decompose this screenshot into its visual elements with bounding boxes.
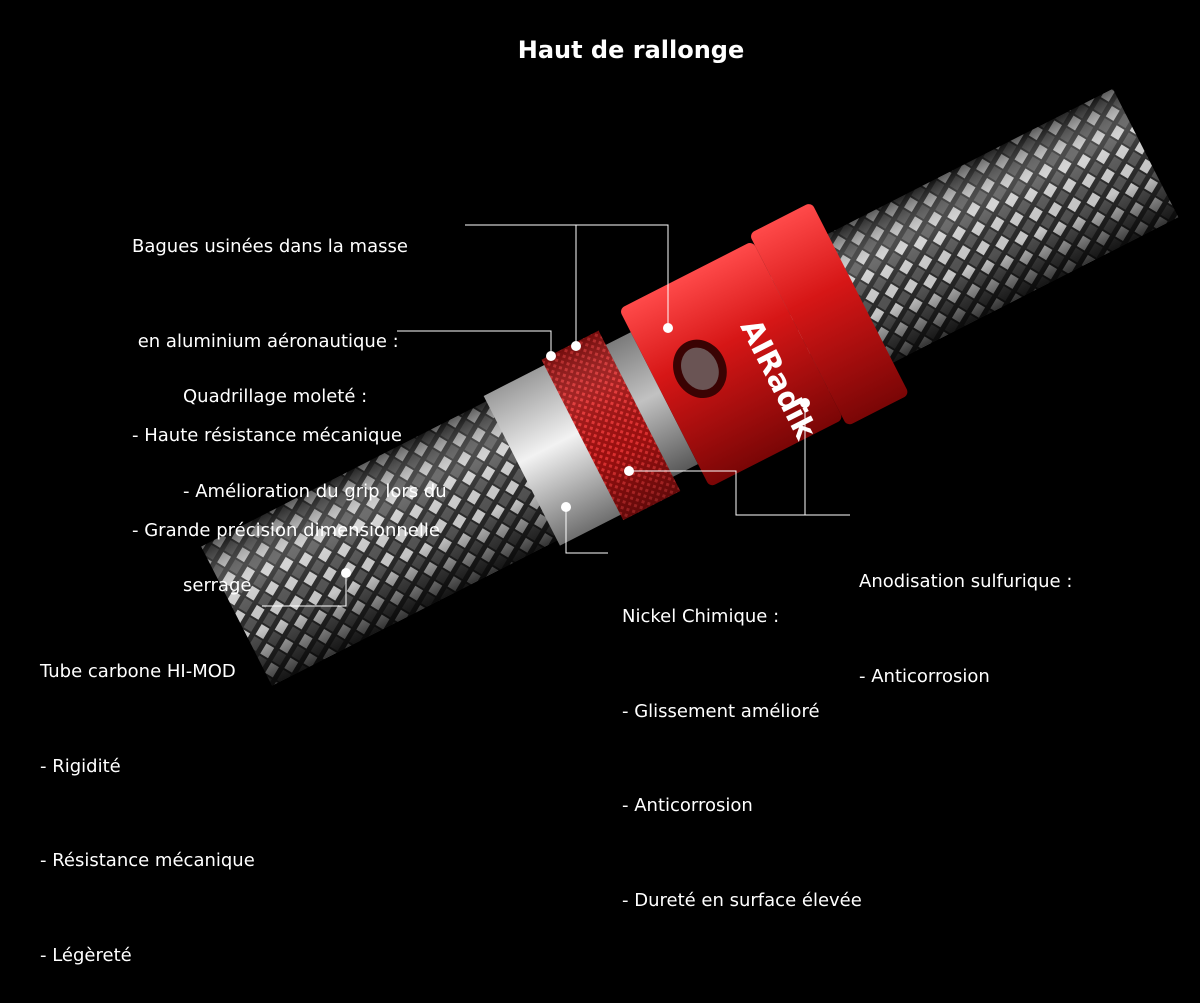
leader-nickel: [565, 507, 608, 554]
annotation-anodisation: Anodisation sulfurique : - Anticorrosion: [859, 503, 1072, 724]
page-title: Haut de rallonge: [517, 36, 745, 64]
annotation-line: - Rigidité: [40, 755, 121, 777]
top-ring: [751, 204, 908, 425]
annotation-line: - Résistance mécanique: [40, 850, 255, 871]
annotation-line: - Amélioration du grip lors du: [183, 480, 447, 502]
annotation-line: serrage: [183, 575, 252, 596]
annotation-line: - Haute résistance mécanique: [132, 425, 402, 446]
annotation-line: - Glissement amélioré: [622, 700, 820, 722]
leader-quadrillage: [397, 330, 552, 356]
leader-lines: [262, 224, 850, 607]
annotation-bagues: Bagues usinées dans la masse en aluminiu…: [132, 168, 440, 578]
red-body: [621, 243, 842, 486]
callout-dots: [341, 323, 810, 578]
annotation-line: - Anticorrosion: [859, 665, 990, 687]
nickel-ring: [483, 364, 623, 546]
dot-tube: [341, 568, 351, 578]
dot-anodisation-2: [800, 398, 810, 408]
annotation-line: Bagues usinées dans la masse: [132, 236, 408, 257]
annotation-line: Nickel Chimique :: [622, 606, 780, 627]
component-illustration: AIRadik: [201, 88, 1179, 686]
annotation-line: Tube carbone HI-MOD: [40, 661, 236, 682]
dot-anodisation-1: [624, 466, 634, 476]
annotation-line: Anodisation sulfurique :: [859, 571, 1073, 592]
annotation-line: - Anticorrosion: [622, 795, 753, 816]
annotation-tube: Tube carbone HI-MOD - Rigidité - Résista…: [40, 593, 255, 1003]
annotation-nickel: Nickel Chimique : - Glissement amélioré …: [622, 538, 862, 948]
leader-anodisation: [629, 470, 850, 516]
annotation-line: - Dureté en surface élevée: [622, 889, 862, 911]
dot-nickel: [561, 502, 571, 512]
annotation-line: Quadrillage moleté :: [183, 386, 368, 407]
annotation-line: en aluminium aéronautique :: [132, 330, 399, 352]
annotation-quadrillage: Quadrillage moleté : - Amélioration du g…: [183, 318, 447, 633]
dot-quadrillage: [546, 351, 556, 361]
dot-bagues-2: [571, 341, 581, 351]
leader-tube: [262, 574, 347, 607]
annotation-line: - Grande précision dimensionnelle: [132, 519, 440, 541]
annotation-line: - Légèreté: [40, 944, 132, 966]
dot-bagues-1: [663, 323, 673, 333]
leader-bagues: [465, 224, 669, 328]
carbon-tube-lower: [201, 392, 576, 686]
